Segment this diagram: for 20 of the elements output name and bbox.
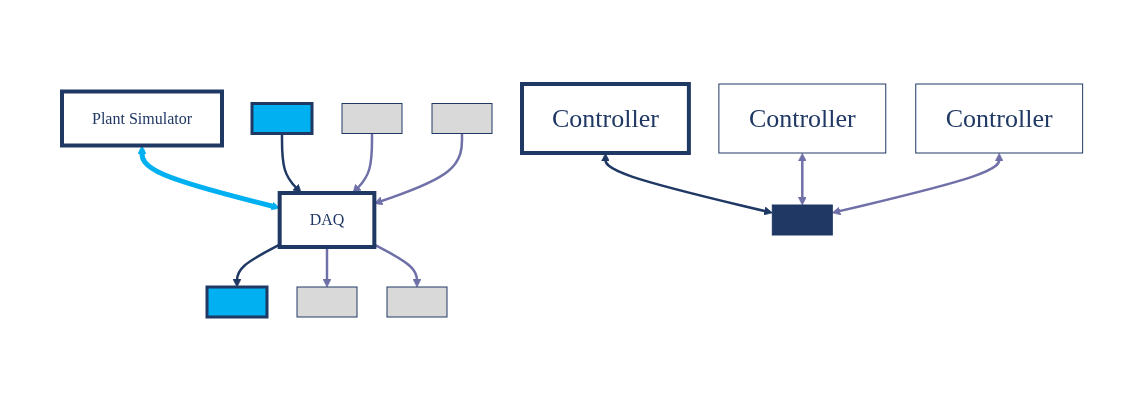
node-box: Controller [914, 83, 1083, 153]
arrow [232, 243, 280, 287]
node-bar [431, 102, 493, 134]
node-bar [250, 101, 314, 135]
node-box: Plant Simulator [59, 89, 224, 147]
arrow [600, 152, 773, 215]
node-bar [341, 102, 403, 134]
node-bar [296, 286, 358, 317]
arrow [322, 246, 332, 287]
node-bar [205, 285, 269, 318]
arrow [280, 133, 302, 193]
arrow [797, 152, 807, 205]
node-box: DAQ [277, 190, 376, 249]
arrow [831, 152, 1004, 215]
arrow [373, 243, 422, 287]
node-bar [386, 286, 448, 317]
node-box: Controller [718, 83, 886, 153]
arrow [352, 133, 373, 193]
node-bar [771, 204, 833, 235]
node-box: Controller [519, 81, 691, 155]
